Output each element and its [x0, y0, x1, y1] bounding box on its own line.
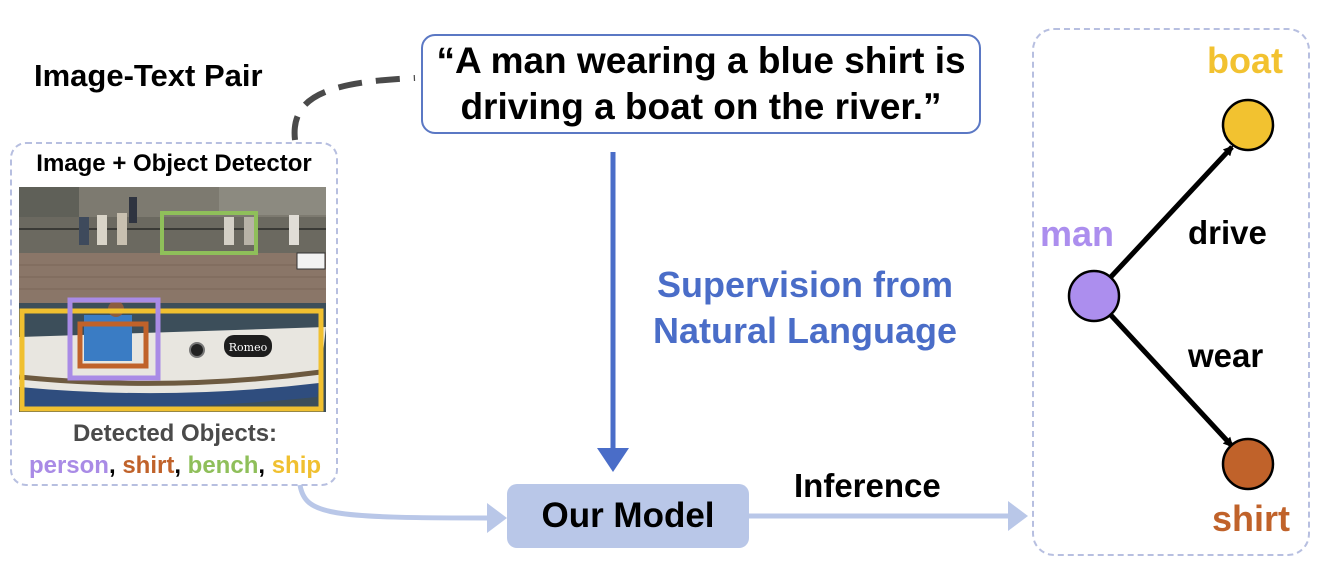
object-ship: ship	[271, 452, 322, 479]
node-boat	[1221, 98, 1275, 152]
pair-connector	[291, 75, 416, 141]
bbox-ship	[19, 308, 324, 412]
detection-photo: Romeo	[19, 187, 326, 412]
supervision-line-2: Natural Language	[652, 310, 958, 351]
bbox-bench	[160, 211, 258, 255]
caption-line-2: driving a boat on the river.”	[460, 86, 942, 127]
supervision-line-1: Supervision from	[656, 264, 954, 305]
node-shirt	[1221, 437, 1275, 491]
edge-wear	[1106, 310, 1234, 448]
supervision-arrow-head	[597, 448, 629, 472]
node-label-shirt: shirt	[1212, 498, 1291, 539]
separator: ,	[108, 452, 123, 479]
inference-arrowhead	[1008, 501, 1028, 531]
detector-title: Image + Object Detector	[36, 150, 312, 177]
edge-label-drive: drive	[1188, 214, 1267, 251]
supervision-label: Supervision from Natural Language	[620, 262, 990, 354]
separator: ,	[174, 452, 188, 479]
caption-box: “A man wearing a blue shirt is driving a…	[421, 34, 981, 134]
bbox-shirt	[77, 321, 149, 369]
caption-line-1: “A man wearing a blue shirt is	[436, 40, 966, 81]
inference-label: Inference	[794, 467, 941, 504]
object-shirt: shirt	[122, 452, 175, 479]
node-man	[1067, 269, 1121, 323]
edge-drive	[1106, 145, 1234, 282]
model-box: Our Model	[507, 484, 749, 548]
object-bench: bench	[187, 452, 259, 479]
photo-illustration: Romeo	[19, 187, 326, 412]
edge-label-wear: wear	[1188, 337, 1264, 374]
detector-panel	[10, 142, 338, 486]
node-label-boat: boat	[1207, 40, 1283, 81]
detector-to-model-arrow	[297, 484, 491, 521]
bbox-person	[67, 297, 161, 381]
node-label-man: man	[1040, 213, 1115, 254]
scene-graph-panel	[1032, 28, 1310, 556]
pair-title: Image-Text Pair	[34, 58, 263, 93]
detected-objects-label: Detected Objects:	[72, 420, 278, 447]
boat-sign-text: Romeo	[229, 341, 268, 354]
object-person: person	[28, 452, 109, 479]
detected-objects-list: person, shirt, bench, ship	[10, 452, 340, 480]
separator: ,	[258, 452, 272, 479]
detector-to-model-arrowhead	[487, 503, 507, 533]
